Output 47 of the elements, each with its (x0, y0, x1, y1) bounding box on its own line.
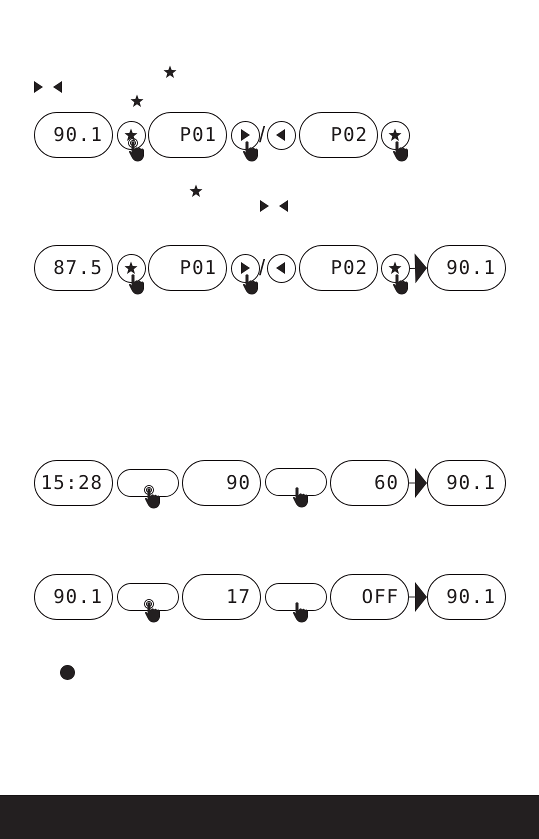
display-reading: 90.1 (53, 586, 103, 608)
display-panel (182, 574, 261, 620)
display-reading: 87.5 (53, 257, 103, 279)
arrow (408, 468, 428, 498)
separator-text: / (259, 254, 266, 282)
display-reading: 90.1 (446, 586, 496, 608)
display-panel (148, 112, 227, 158)
display-reading: P02 (330, 124, 368, 146)
oval-button (265, 468, 327, 496)
display-reading: 90.1 (446, 472, 496, 494)
display-panel (330, 574, 409, 620)
round-button (117, 121, 146, 150)
display-reading: P01 (180, 124, 217, 146)
display-panel (34, 574, 113, 620)
display-reading: 15:28 (40, 472, 103, 494)
display-reading: OFF (362, 586, 399, 608)
display-panel (182, 460, 261, 506)
display-panel (299, 112, 378, 158)
display-reading: 60 (374, 472, 399, 494)
round-button (117, 254, 146, 283)
display-reading: 90 (226, 472, 251, 494)
arrow (408, 582, 428, 612)
round-button (231, 121, 260, 150)
display-reading: 17 (226, 586, 251, 608)
display-panel (34, 112, 113, 158)
display-reading: 90.1 (53, 124, 103, 146)
round-button (231, 254, 260, 283)
round-button (267, 121, 296, 150)
round-button (381, 121, 410, 150)
separator-text: / (259, 121, 266, 149)
display-panel (148, 245, 227, 291)
round-button (381, 254, 410, 283)
display-panel (330, 460, 409, 506)
display-panel (34, 460, 113, 506)
oval-button (117, 469, 179, 497)
display-panel (34, 245, 113, 291)
display-reading: 90.1 (446, 257, 496, 279)
display-reading: P02 (330, 257, 368, 279)
arrow (410, 253, 428, 284)
display-panel (299, 245, 378, 291)
display-panel (427, 245, 506, 291)
display-panel (427, 460, 506, 506)
oval-button (117, 583, 179, 611)
display-panel (427, 574, 506, 620)
oval-button (265, 583, 327, 611)
round-button (267, 254, 296, 283)
display-reading: P01 (180, 257, 217, 279)
